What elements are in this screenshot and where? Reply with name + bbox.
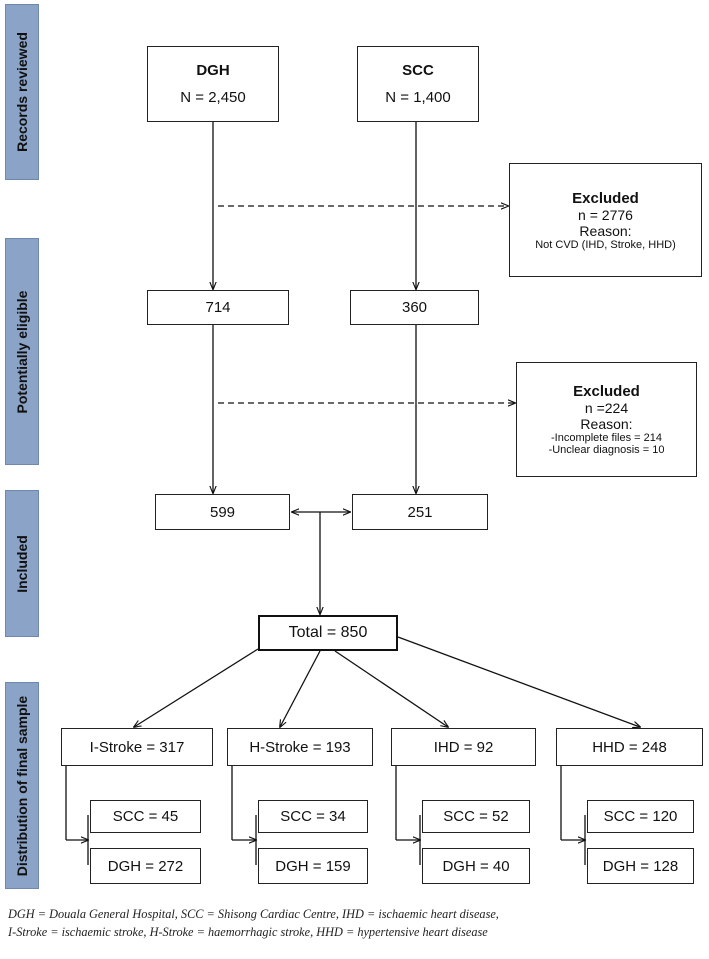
excluded-2-reason-incomplete: -Incomplete files = 214 — [551, 432, 662, 444]
records-dgh-box: DGH N = 2,450 — [147, 46, 279, 122]
excluded-2-title: Excluded — [573, 383, 640, 400]
bracket-istroke — [65, 766, 88, 865]
group-hstroke-box: H-Stroke = 193 — [227, 728, 373, 766]
records-scc-box: SCC N = 1,400 — [357, 46, 479, 122]
ihd-dgh-box: DGH = 40 — [422, 848, 530, 884]
records-dgh-count: N = 2,450 — [180, 89, 246, 106]
hstroke-dgh-box: DGH = 159 — [258, 848, 368, 884]
hstroke-scc-value: SCC = 34 — [280, 808, 346, 825]
arrow-total-to-ihd — [334, 650, 448, 727]
excluded-2-reason-label: Reason: — [580, 416, 633, 432]
footnote-line-1: DGH = Douala General Hospital, SCC = Shi… — [8, 907, 499, 921]
group-hhd-box: HHD = 248 — [556, 728, 703, 766]
bracket-ihd — [395, 766, 420, 865]
excluded-1-title: Excluded — [572, 189, 639, 207]
total-value: Total = 850 — [288, 624, 368, 641]
group-hhd-label: HHD = 248 — [592, 738, 667, 756]
eligible-dgh-box: 714 — [147, 290, 289, 325]
excluded-2-reason-unclear: -Unclear diagnosis = 10 — [548, 444, 665, 456]
ihd-scc-box: SCC = 52 — [422, 800, 530, 833]
excluded-1-reason: Not CVD (IHD, Stroke, HHD) — [535, 238, 676, 251]
hhd-dgh-value: DGH = 128 — [602, 857, 679, 875]
included-scc-box: 251 — [352, 494, 488, 530]
hhd-scc-value: SCC = 120 — [603, 808, 678, 825]
group-istroke-box: I-Stroke = 317 — [61, 728, 213, 766]
records-scc-name: SCC — [402, 62, 434, 79]
stage-records-reviewed: Records reviewed — [5, 4, 39, 180]
stage-distribution: Distribution of final sample — [5, 682, 39, 889]
arrow-total-to-istroke — [134, 648, 259, 727]
excluded-2-count: n =224 — [584, 400, 629, 416]
included-scc-value: 251 — [407, 503, 433, 521]
included-dgh-box: 599 — [155, 494, 290, 530]
hstroke-dgh-value: DGH = 159 — [275, 857, 351, 875]
excluded-1-count: n = 2776 — [578, 206, 633, 223]
hstroke-scc-box: SCC = 34 — [258, 800, 368, 833]
excluded-1-reason-label: Reason: — [579, 222, 632, 239]
arrow-total-to-hhd — [397, 636, 640, 727]
excluded-box-1: Excluded n = 2776 Reason: Not CVD (IHD, … — [509, 163, 702, 277]
total-box: Total = 850 — [258, 615, 398, 651]
eligible-scc-box: 360 — [350, 290, 479, 325]
included-dgh-value: 599 — [209, 503, 236, 521]
records-scc-count: N = 1,400 — [385, 89, 451, 106]
group-ihd-box: IHD = 92 — [391, 728, 536, 766]
ihd-dgh-value: DGH = 40 — [442, 857, 510, 875]
eligible-scc-value: 360 — [401, 299, 428, 316]
group-istroke-label: I-Stroke = 317 — [89, 738, 185, 756]
stage-potentially-eligible: Potentially eligible — [5, 238, 39, 465]
stage-included: Included — [5, 490, 39, 637]
ihd-scc-value: SCC = 52 — [443, 808, 509, 825]
hhd-scc-box: SCC = 120 — [587, 800, 694, 833]
hhd-dgh-box: DGH = 128 — [587, 848, 694, 884]
eligible-dgh-value: 714 — [205, 299, 231, 316]
istroke-scc-box: SCC = 45 — [90, 800, 201, 833]
arrow-total-to-hstroke — [280, 650, 321, 727]
footnote: DGH = Douala General Hospital, SCC = Shi… — [8, 905, 703, 941]
footnote-line-2: I-Stroke = ischaemic stroke, H-Stroke = … — [8, 925, 488, 939]
group-hstroke-label: H-Stroke = 193 — [249, 738, 351, 756]
bracket-hstroke — [231, 766, 256, 865]
group-ihd-label: IHD = 92 — [433, 738, 494, 756]
excluded-box-2: Excluded n =224 Reason: -Incomplete file… — [516, 362, 697, 477]
records-dgh-name: DGH — [196, 62, 230, 79]
istroke-dgh-value: DGH = 272 — [107, 857, 184, 875]
bracket-hhd — [560, 766, 585, 865]
istroke-dgh-box: DGH = 272 — [90, 848, 201, 884]
istroke-scc-value: SCC = 45 — [112, 808, 179, 825]
